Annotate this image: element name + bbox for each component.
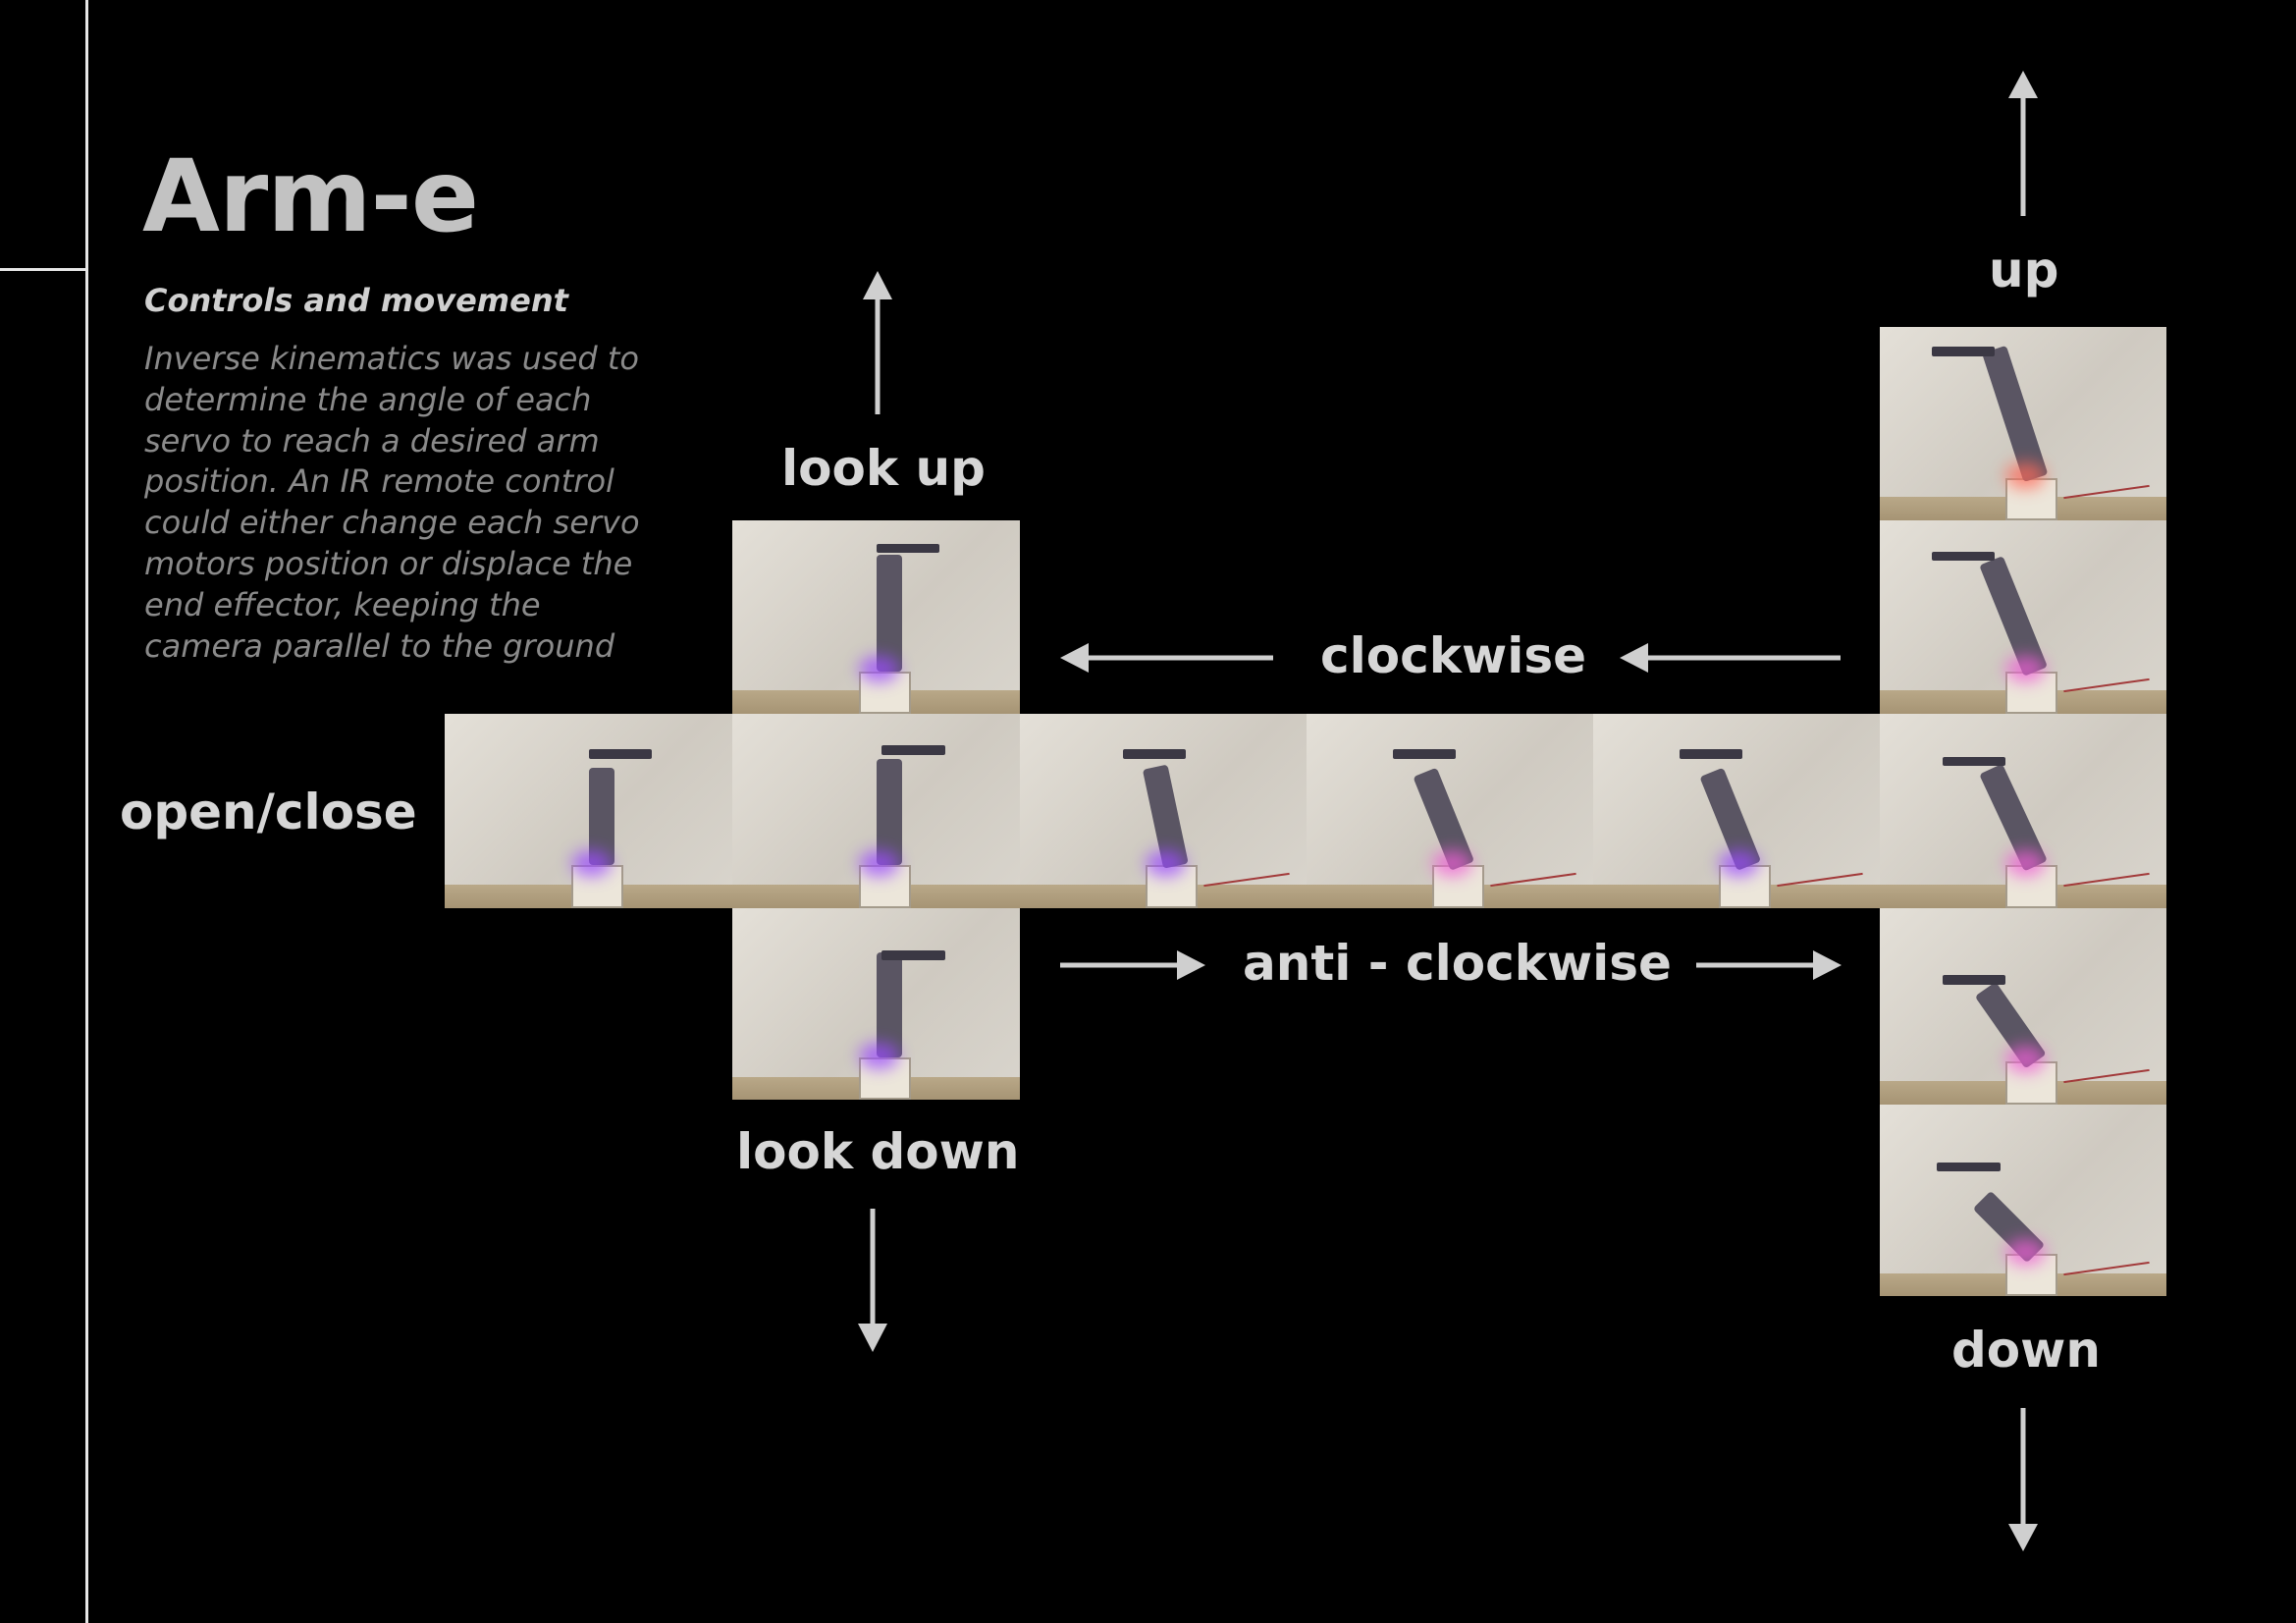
arrow-left-icon bbox=[1060, 643, 1273, 673]
label-anti-clockwise: anti - clockwise bbox=[1243, 935, 1672, 992]
arrow-up-icon bbox=[863, 271, 892, 414]
arrow-right-icon bbox=[1060, 950, 1205, 980]
photo-rotate-2 bbox=[1307, 714, 1593, 908]
arrow-down-icon bbox=[858, 1209, 887, 1352]
photo-look-down bbox=[732, 908, 1020, 1100]
label-look-down: look down bbox=[736, 1123, 1020, 1180]
arrow-up-icon bbox=[2008, 71, 2038, 216]
photo-open-close bbox=[445, 714, 732, 908]
page-title: Arm-e bbox=[142, 138, 479, 255]
label-clockwise: clockwise bbox=[1320, 627, 1587, 684]
description-text: Inverse kinematics was used to determine… bbox=[144, 340, 640, 665]
label-up: up bbox=[1989, 242, 2059, 298]
photo-down bbox=[1880, 1105, 2166, 1296]
photo-look-up bbox=[732, 520, 1020, 714]
photo-center bbox=[732, 714, 1020, 908]
photo-right-center bbox=[1880, 714, 2166, 908]
photo-rotate-3 bbox=[1593, 714, 1880, 908]
arrow-right-icon bbox=[1696, 950, 1842, 980]
photo-up bbox=[1880, 327, 2166, 520]
page-subtitle: Controls and movement bbox=[144, 282, 568, 319]
left-vertical-rule bbox=[85, 0, 88, 1623]
photo-up-mid bbox=[1880, 520, 2166, 714]
label-open-close: open/close bbox=[120, 784, 417, 840]
arrow-down-icon bbox=[2008, 1408, 2038, 1551]
left-horizontal-rule bbox=[0, 268, 86, 271]
photo-down-mid bbox=[1880, 908, 2166, 1105]
label-down: down bbox=[1951, 1322, 2101, 1379]
photo-rotate-1 bbox=[1020, 714, 1307, 908]
label-look-up: look up bbox=[781, 440, 986, 497]
arrow-left-icon bbox=[1620, 643, 1841, 673]
